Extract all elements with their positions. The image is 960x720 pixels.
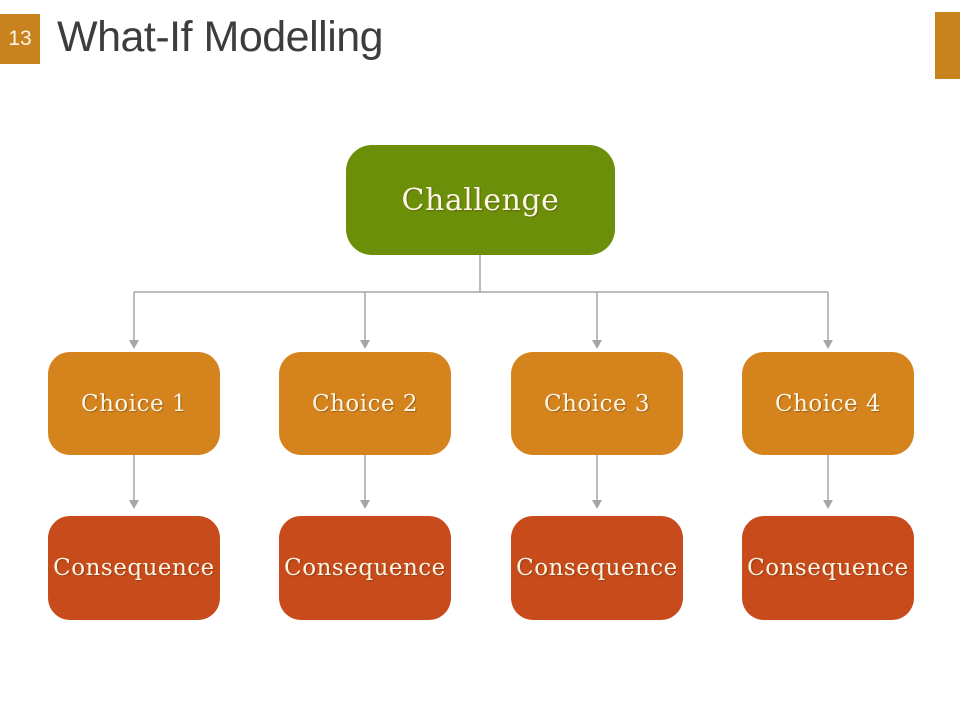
arrowhead-icon (360, 340, 370, 349)
node-consequence-2: Consequence (279, 516, 451, 620)
arrowhead-icon (360, 500, 370, 509)
node-consequence-4: Consequence (742, 516, 914, 620)
page-title: What-If Modelling (57, 13, 384, 61)
node-choice-3: Choice 3 (511, 352, 683, 455)
arrowhead-icon (592, 340, 602, 349)
arrowhead-icon (823, 340, 833, 349)
slide-number-badge: 13 (0, 14, 40, 64)
node-consequence-3: Consequence (511, 516, 683, 620)
node-consequence-1: Consequence (48, 516, 220, 620)
arrowhead-icon (592, 500, 602, 509)
accent-bar (935, 12, 960, 79)
node-choice-4: Choice 4 (742, 352, 914, 455)
arrowhead-icon (129, 340, 139, 349)
arrowhead-icon (823, 500, 833, 509)
arrowhead-icon (129, 500, 139, 509)
node-choice-1: Choice 1 (48, 352, 220, 455)
node-choice-2: Choice 2 (279, 352, 451, 455)
node-challenge: Challenge (346, 145, 615, 255)
